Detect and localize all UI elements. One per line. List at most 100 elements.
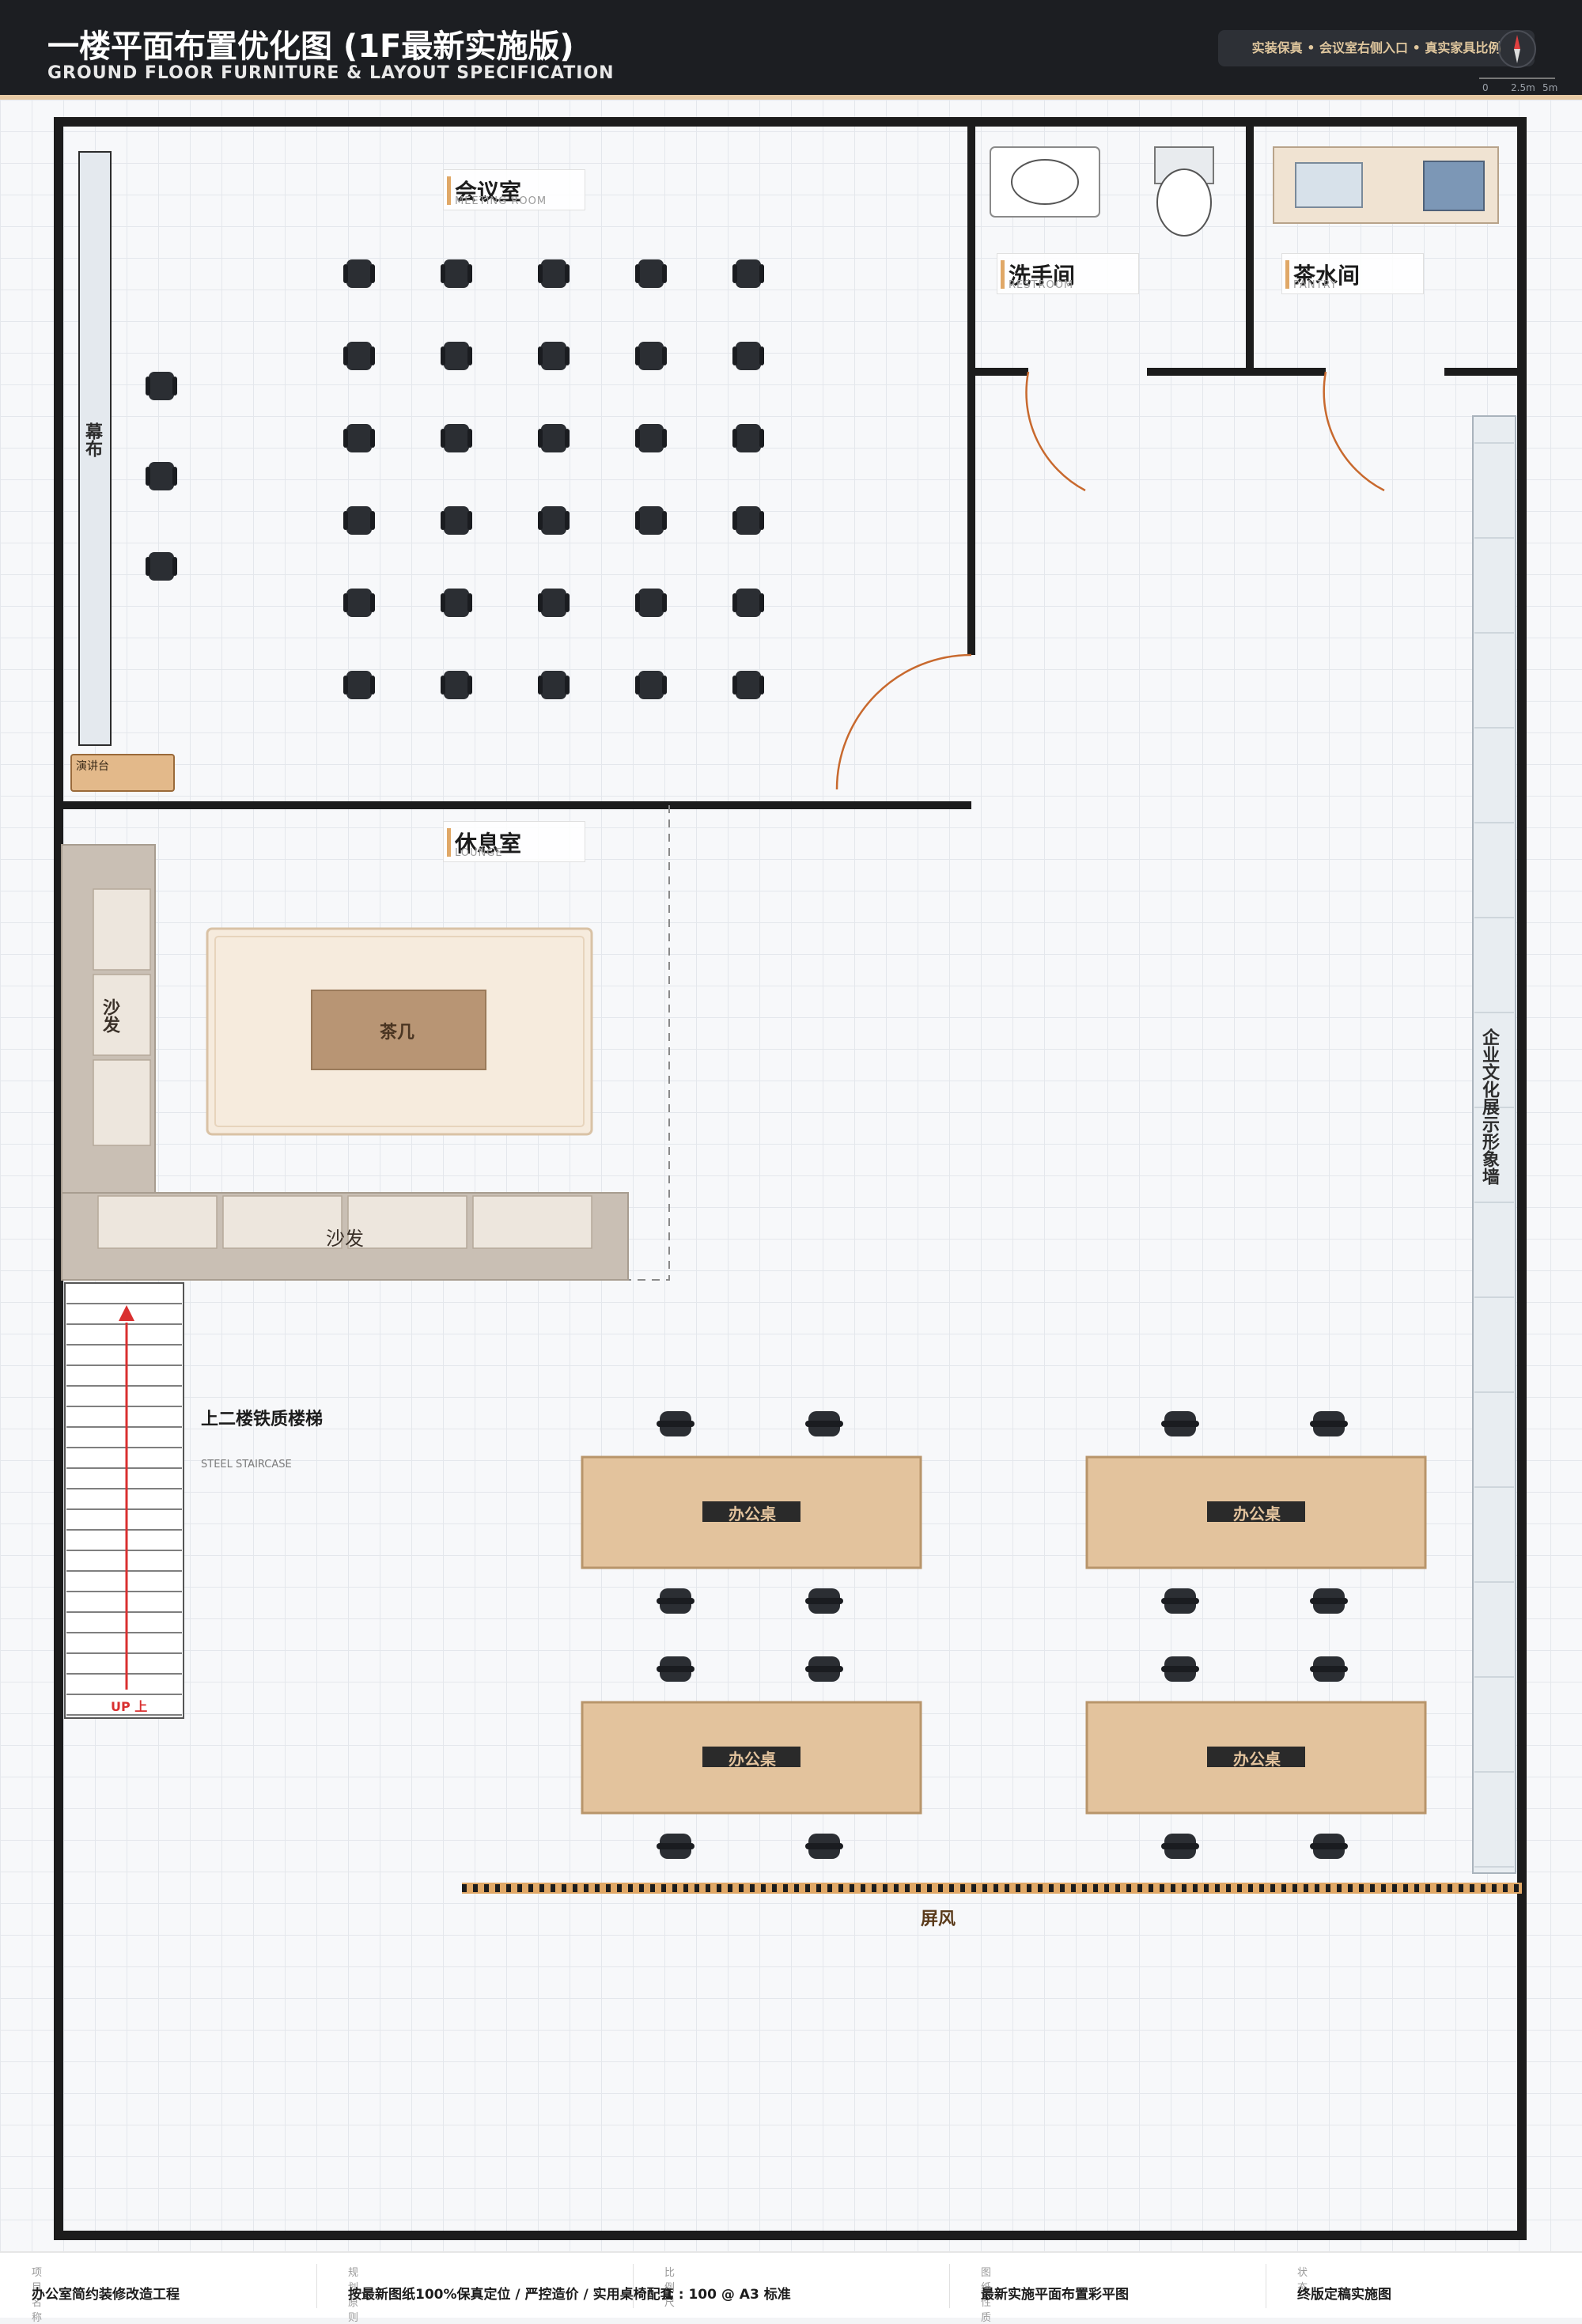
- meeting-chair[interactable]: [732, 506, 764, 535]
- projection-screen: [78, 151, 112, 746]
- meeting-chair[interactable]: [441, 342, 472, 370]
- header-bar: 一楼平面布置优化图 (1F最新实施版) GROUND FLOOR FURNITU…: [0, 0, 1582, 95]
- meeting-chair[interactable]: [343, 342, 375, 370]
- culture-wall-panels: [1474, 442, 1514, 1868]
- office-chair[interactable]: [657, 1834, 694, 1859]
- stair-sub-label: STEEL STAIRCASE: [201, 1459, 292, 1470]
- meeting-chair[interactable]: [635, 424, 667, 452]
- meeting-chair[interactable]: [441, 506, 472, 535]
- meeting-chair[interactable]: [635, 342, 667, 370]
- footer-principle-caption: 规划原则: [348, 2267, 359, 2324]
- meeting-chair[interactable]: [343, 506, 375, 535]
- presenter-chairs: [146, 372, 177, 581]
- office-chair[interactable]: [1310, 1656, 1348, 1682]
- meeting-chair[interactable]: [732, 424, 764, 452]
- footer-scale-value: 1 : 100 @ A3 标准: [664, 2287, 791, 2303]
- sofa-front-cushion-1: [97, 1195, 218, 1249]
- spec-note-text: 实装保真 • 会议室右侧入口 • 真实家具比例: [1251, 40, 1501, 55]
- office-chair[interactable]: [1310, 1588, 1348, 1614]
- meeting-chair[interactable]: [441, 424, 472, 452]
- footer-project-value: 办公室简约装修改造工程: [32, 2287, 180, 2303]
- office-chair[interactable]: [1310, 1411, 1348, 1436]
- office-chair[interactable]: [657, 1588, 694, 1614]
- partition-screen: [462, 1883, 1522, 1894]
- room-name-restroom-en: RESTROOM: [1009, 279, 1074, 291]
- header-accent-line: [0, 95, 1582, 100]
- stair-arrow-head: [119, 1305, 134, 1321]
- meeting-chair[interactable]: [635, 589, 667, 617]
- office-chair[interactable]: [657, 1411, 694, 1436]
- room-tag-restroom: 洗手间 RESTROOM: [997, 253, 1139, 294]
- meeting-chair[interactable]: [732, 342, 764, 370]
- podium: [70, 754, 175, 792]
- presenter-chair[interactable]: [146, 372, 177, 400]
- office-chair[interactable]: [1161, 1411, 1199, 1436]
- meeting-chair[interactable]: [635, 506, 667, 535]
- room-name-pantry-en: PANTRY: [1293, 279, 1338, 291]
- sofa-side-cushion-3: [93, 1059, 151, 1146]
- office-desk-group: [581, 1411, 1427, 1859]
- meeting-chair[interactable]: [732, 259, 764, 288]
- projection-screen-label: 幕布: [82, 422, 102, 457]
- footer-divider: [633, 2264, 634, 2308]
- staircase[interactable]: [64, 1282, 184, 1719]
- pantry-door[interactable]: [1323, 371, 1385, 492]
- meeting-chair[interactable]: [635, 259, 667, 288]
- stair-up-label: UP 上: [111, 1699, 148, 1714]
- sofa-front-cushion-2: [222, 1195, 343, 1249]
- meeting-room-door[interactable]: [835, 653, 972, 790]
- meeting-chair[interactable]: [343, 424, 375, 452]
- meeting-chair[interactable]: [732, 589, 764, 617]
- title-block-footer: 项目名称 办公室简约装修改造工程 规划原则 按最新图纸100%保真定位 / 严控…: [0, 2251, 1582, 2324]
- pantry-sink: [1295, 162, 1363, 208]
- podium-label: 演讲台: [76, 760, 109, 773]
- footer-divider: [316, 2264, 317, 2308]
- meeting-chair[interactable]: [343, 589, 375, 617]
- office-chair[interactable]: [1161, 1656, 1199, 1682]
- footer-scale-caption: 比例尺: [664, 2267, 676, 2309]
- office-chair[interactable]: [657, 1656, 694, 1682]
- meeting-chair[interactable]: [538, 589, 570, 617]
- meeting-chair[interactable]: [538, 342, 570, 370]
- office-chair[interactable]: [1310, 1834, 1348, 1859]
- stair-title-label: 上二楼铁质楼梯: [201, 1410, 324, 1429]
- sofa-front-cushion-3: [347, 1195, 467, 1249]
- meeting-chair[interactable]: [635, 671, 667, 699]
- office-chair[interactable]: [805, 1656, 843, 1682]
- stair-treads: [66, 1303, 182, 1716]
- meeting-chair[interactable]: [732, 671, 764, 699]
- sofa-side-label: 沙发: [100, 998, 119, 1033]
- coffee-table[interactable]: [311, 990, 486, 1070]
- meeting-chair[interactable]: [441, 589, 472, 617]
- office-chair[interactable]: [1161, 1588, 1199, 1614]
- room-name-lounge-en: LOUNGE: [455, 847, 503, 859]
- restroom-door[interactable]: [1025, 371, 1086, 492]
- pantry-appliance: [1423, 161, 1485, 211]
- meeting-chair[interactable]: [441, 259, 472, 288]
- lounge-rug-border: [214, 936, 585, 1127]
- desk-name-plate: [1207, 1747, 1305, 1767]
- office-chair[interactable]: [805, 1411, 843, 1436]
- footer-status-value: 终版定稿实施图: [1297, 2287, 1391, 2303]
- desk-label-3: 办公桌: [729, 1750, 776, 1769]
- meeting-chair[interactable]: [538, 259, 570, 288]
- meeting-chair[interactable]: [538, 671, 570, 699]
- meeting-chair[interactable]: [538, 506, 570, 535]
- office-chair[interactable]: [805, 1834, 843, 1859]
- presenter-chair[interactable]: [146, 462, 177, 490]
- lounge-boundary: [628, 805, 670, 1281]
- meeting-chair[interactable]: [343, 671, 375, 699]
- meeting-chair[interactable]: [538, 424, 570, 452]
- meeting-chair[interactable]: [343, 259, 375, 288]
- presenter-chair[interactable]: [146, 552, 177, 581]
- meeting-chair-grid: [343, 259, 764, 699]
- office-chair[interactable]: [1161, 1834, 1199, 1859]
- scale-label-2-5m: 2.5m: [1511, 82, 1535, 93]
- meeting-chair[interactable]: [441, 671, 472, 699]
- office-chair[interactable]: [805, 1588, 843, 1614]
- scale-label-0: 0: [1482, 82, 1489, 93]
- coffee-table-label: 茶几: [380, 1023, 415, 1043]
- culture-display-wall: [1472, 415, 1516, 1874]
- desk-name-plate: [702, 1501, 800, 1522]
